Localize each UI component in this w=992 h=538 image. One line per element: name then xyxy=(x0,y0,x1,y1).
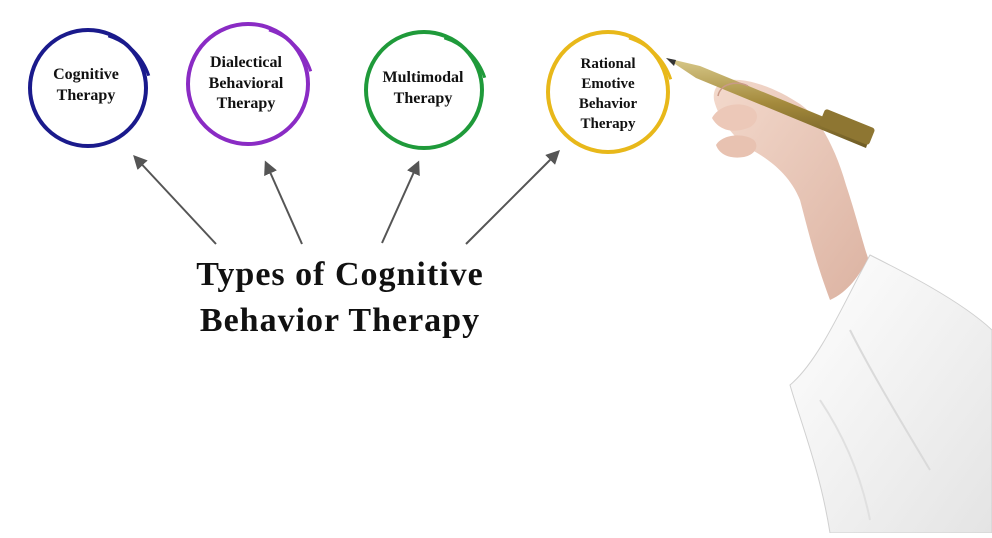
circle-stroke-dialectical-behavioral-therapy xyxy=(268,28,313,72)
arrow-to-cognitive-therapy xyxy=(133,154,217,245)
circle-rational-emotive-behavior-therapy xyxy=(546,30,670,154)
arrow-to-rational-emotive-behavior-therapy xyxy=(465,150,560,245)
circle-multimodal-therapy xyxy=(364,30,484,150)
circle-dialectical-behavioral-therapy xyxy=(186,22,310,146)
circle-stroke-rational-emotive-behavior-therapy xyxy=(628,36,673,80)
circle-cognitive-therapy xyxy=(28,28,148,148)
arrow-to-multimodal-therapy xyxy=(381,160,420,244)
diagram-title: Types of Cognitive Behavior Therapy xyxy=(196,256,484,339)
node-dialectical-behavioral-therapy: Dialectical Behavioral Therapy xyxy=(208,53,284,113)
circle-stroke-multimodal-therapy xyxy=(443,36,487,79)
arrow-to-dialectical-behavioral-therapy xyxy=(264,160,303,245)
circle-stroke-cognitive-therapy xyxy=(107,34,151,77)
node-multimodal-therapy: Multimodal Therapy xyxy=(382,69,464,107)
node-rational-emotive-behavior-therapy: Rational Emotive Behavior Therapy xyxy=(578,55,638,133)
hand-with-pen-illustration xyxy=(666,58,992,534)
node-cognitive-therapy: Cognitive Therapy xyxy=(53,66,119,104)
